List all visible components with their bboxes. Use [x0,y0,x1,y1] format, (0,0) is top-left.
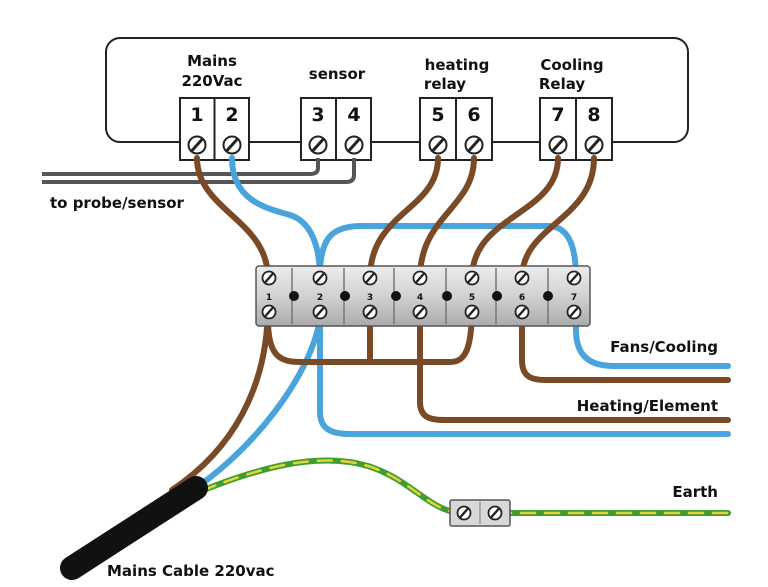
sensor-group-label: sensor [309,65,366,83]
terminal-4-screw-icon [344,135,364,155]
block-6-bottom-screw-icon [514,304,530,320]
terminal-4-number: 4 [347,104,360,126]
mains-group-voltage-label: 220Vac [181,72,242,90]
block-1-number: 1 [266,293,272,303]
terminal-6-screw-icon [464,135,484,155]
cooling-group-label: Cooling [540,56,603,74]
terminal-1-number: 1 [190,104,203,126]
neutral-wire-heater-out [317,302,731,437]
terminal-5-screw-icon [428,135,448,155]
mains-cable-sheath [60,476,208,580]
heating-relay-out-wire [417,155,477,281]
earth-connector-right-screw-icon [487,505,503,521]
block-3-bottom-screw-icon [362,304,378,320]
cooling-relay-label: Relay [539,75,586,93]
block-4-bottom-screw-icon [412,304,428,320]
block-7-bottom-screw-icon [566,304,582,320]
block-divider-dot [340,291,350,301]
block-divider-dot [492,291,502,301]
terminal-3-number: 3 [311,104,324,126]
block-5-top-screw-icon [464,270,480,286]
mains-cable-label: Mains Cable 220vac [107,562,275,580]
block-2-bottom-screw-icon [312,304,328,320]
neutral-wire-fan-bridge [317,223,579,281]
terminal-8-number: 8 [587,104,600,126]
block-7-top-screw-icon [566,270,582,286]
probe-label: to probe/sensor [50,194,185,212]
live-wire-relay-bridge [265,302,475,365]
block-divider-dot [391,291,401,301]
fans-live-wire [519,302,731,383]
earth-connector-left-screw-icon [456,505,472,521]
cooling-relay-common-wire [469,155,561,281]
block-divider-dot [289,291,299,301]
block-1-top-screw-icon [261,270,277,286]
block-6-number: 6 [519,293,525,303]
block-2-number: 2 [317,293,323,303]
terminal-7-screw-icon [548,135,568,155]
mains-group-label: Mains [187,52,237,70]
terminal-block [255,265,591,327]
live-wire-controller-to-block [194,155,271,281]
block-4-number: 4 [417,293,423,303]
block-7-number: 7 [571,293,577,303]
terminal-6-number: 6 [467,104,480,126]
block-divider-dot [543,291,553,301]
terminal-5-number: 5 [431,104,444,126]
earth-wire-stripe [178,459,730,515]
heating-element-label: Heating/Element [577,397,718,415]
block-3-top-screw-icon [362,270,378,286]
block-5-bottom-screw-icon [464,304,480,320]
heater-live-wire [417,302,731,423]
block-6-top-screw-icon [514,270,530,286]
heating-relay-label: relay [424,75,466,93]
block-4-top-screw-icon [412,270,428,286]
cooling-relay-out-wire [519,155,597,281]
block-5-number: 5 [469,293,475,303]
earth-label: Earth [672,483,718,501]
terminal-3-screw-icon [308,135,328,155]
block-1-bottom-screw-icon [261,304,277,320]
neutral-wire-fans-out [573,302,731,369]
fans-cooling-label: Fans/Cooling [610,338,718,356]
block-divider-dot [442,291,452,301]
neutral-wire-mains-in [182,315,323,498]
heating-relay-common-wire [367,155,441,281]
terminal-2-screw-icon [222,135,242,155]
heating-group-label: heating [425,56,490,74]
block-3-number: 3 [367,293,373,303]
probe-wire-2 [42,158,356,184]
terminal-1-screw-icon [187,135,207,155]
neutral-wire-controller-to-block [229,155,323,281]
terminal-7-number: 7 [551,104,564,126]
block-2-top-screw-icon [312,270,328,286]
terminal-2-number: 2 [225,104,238,126]
probe-wire-1 [42,158,320,176]
live-wire-mains-in [169,302,271,493]
terminal-8-screw-icon [584,135,604,155]
